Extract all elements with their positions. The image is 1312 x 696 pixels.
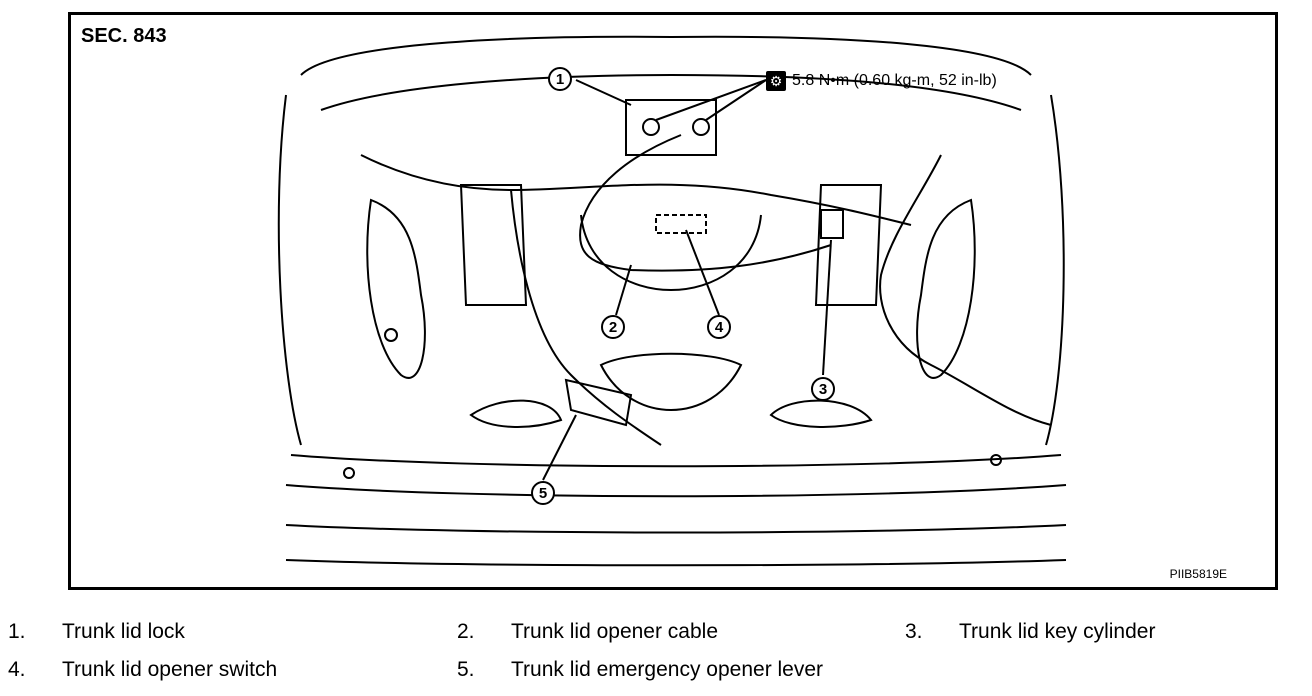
trunk-lid-drawing [277,35,1067,567]
mount-hole [343,467,355,479]
mount-hole [384,328,398,342]
diagram-frame: SEC. 843 ⚙ 5.8 N•m (0.60 kg-m, 52 in-lb)… [68,12,1278,590]
callout-4: 4 [707,315,731,339]
center-opening [580,214,762,291]
legend-text: Trunk lid emergency opener lever [511,658,824,681]
legend-item: 3. Trunk lid key cylinder [905,620,1155,644]
left-panel-cutout [459,184,528,306]
left-opening [366,198,426,379]
lid-lower-edge-2 [285,484,1067,498]
legend-text: Trunk lid opener cable [511,620,719,643]
legend-item: 2. Trunk lid opener cable [457,620,718,644]
lid-lower-edge-1 [290,454,1062,468]
torque-leader-2 [705,79,767,121]
opener-switch-body [655,214,707,234]
right-opening [916,198,976,379]
legend-text: Trunk lid key cylinder [959,620,1156,643]
torque-spec-text: 5.8 N•m (0.60 kg-m, 52 in-lb) [792,72,997,89]
lock-bolt-left [642,118,660,136]
leader-5 [542,414,577,481]
legend-number: 3. [905,620,923,643]
lid-left-edge [277,94,302,446]
lower-left-slot [469,399,563,428]
leader-3 [822,239,832,376]
legend-number: 4. [8,658,26,681]
leader-4 [685,229,720,316]
lid-lower-edge-3 [285,524,1067,534]
leader-2 [615,264,632,316]
lid-top-edge [300,35,1032,76]
section-label: SEC. 843 [81,25,167,47]
callout-3: 3 [811,377,835,401]
lock-cable-path [579,134,832,272]
lid-inner-top [320,73,1022,111]
emergency-lever-body [564,378,633,427]
legend-number: 1. [8,620,26,643]
mount-hole [990,454,1002,466]
right-harness [879,154,1052,426]
legend-item: 1. Trunk lid lock [8,620,185,644]
torque-wrench-icon: ⚙ [766,71,786,91]
harness-main [360,154,912,226]
lower-center-opening [599,352,743,411]
lock-bolt-right [692,118,710,136]
lid-right-edge [1045,94,1065,446]
torque-spec: ⚙ 5.8 N•m (0.60 kg-m, 52 in-lb) [766,71,997,91]
legend-text: Trunk lid opener switch [62,658,278,681]
callout-1: 1 [548,67,572,91]
legend-text: Trunk lid lock [62,620,185,643]
legend-number: 2. [457,620,475,643]
callout-5: 5 [531,481,555,505]
opener-cable-path [510,189,662,446]
trunk-lid-lock-body [625,99,717,156]
legend-item: 5. Trunk lid emergency opener lever [457,658,823,682]
leader-1 [575,79,632,106]
right-panel-cutout [814,184,883,306]
lid-lower-edge-4 [285,559,1067,567]
torque-leader-1 [655,79,767,121]
key-cylinder-body [820,209,844,239]
legend-number: 5. [457,658,475,681]
figure-code: PIIB5819E [1169,567,1227,581]
callout-2: 2 [601,315,625,339]
lower-right-slot [769,399,873,428]
legend-item: 4. Trunk lid opener switch [8,658,277,682]
